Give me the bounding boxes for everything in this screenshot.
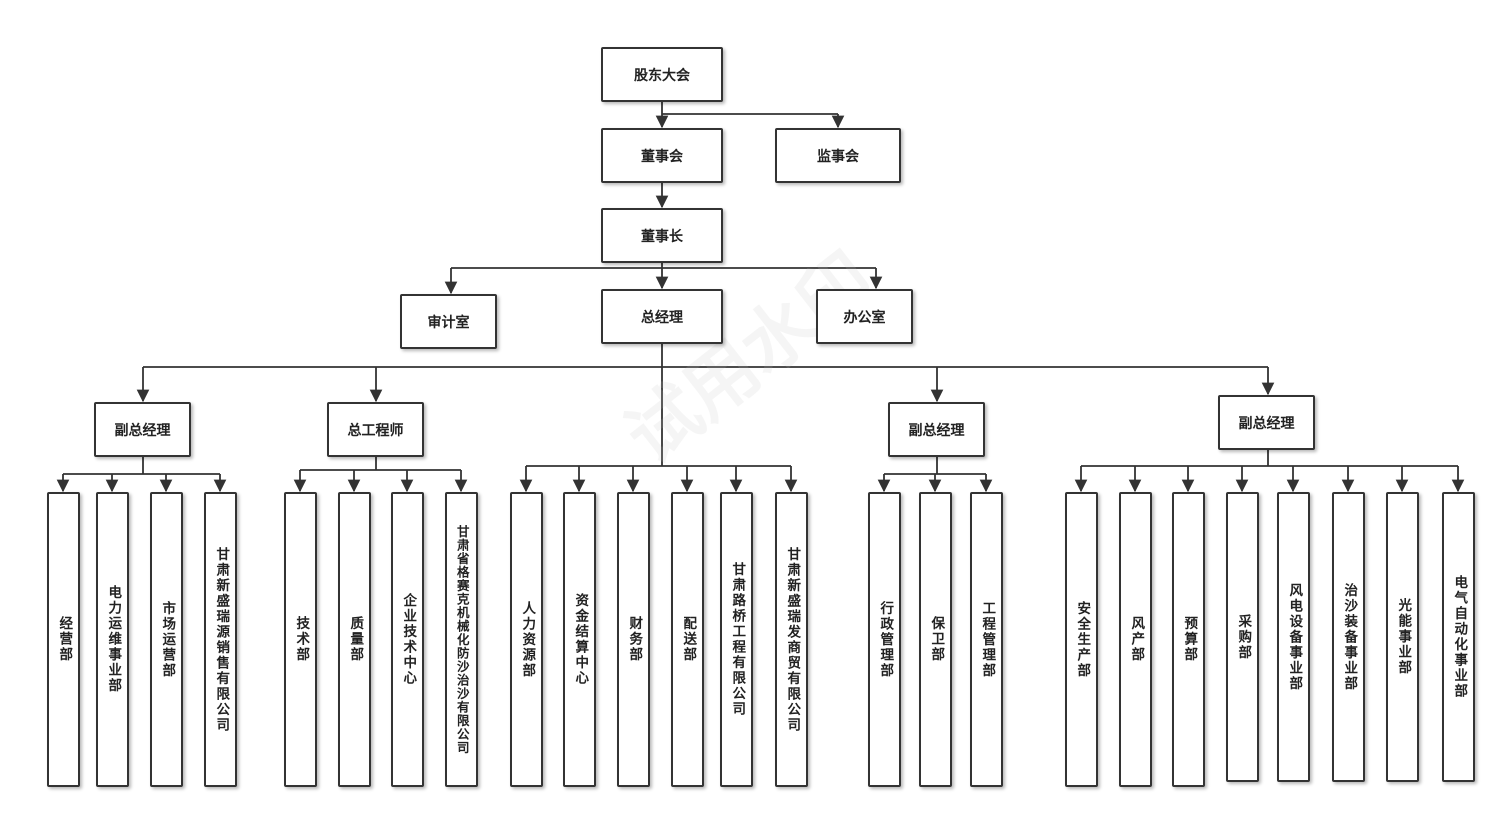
node-audit-label: 审计室 <box>427 314 470 331</box>
dept-box: 治沙装备事业部 <box>1332 492 1365 782</box>
dept-label: 风电设备事业部 <box>1286 582 1303 692</box>
dept-box: 技术部 <box>284 492 317 787</box>
node-gm: 总经理 <box>601 289 723 344</box>
dept-box: 预算部 <box>1172 492 1205 787</box>
node-gm-label: 总经理 <box>641 309 683 326</box>
dept-label: 电气自动化事业部 <box>1451 575 1468 699</box>
node-audit: 审计室 <box>400 294 497 349</box>
dept-box: 风产部 <box>1119 492 1152 787</box>
dept-box: 资金结算中心 <box>563 492 596 787</box>
dept-box: 工程管理部 <box>970 492 1003 787</box>
node-board-label: 董事会 <box>641 148 683 165</box>
dept-box: 企业技术中心 <box>391 492 424 787</box>
dept-label: 风产部 <box>1128 616 1145 663</box>
dept-label: 光能事业部 <box>1395 598 1412 676</box>
node-vp3: 副总经理 <box>1218 395 1315 450</box>
dept-label: 质量部 <box>347 616 364 663</box>
dept-box: 电力运维事业部 <box>96 492 129 787</box>
dept-box: 质量部 <box>338 492 371 787</box>
dept-label: 电力运维事业部 <box>105 585 122 694</box>
node-office: 办公室 <box>816 289 913 344</box>
dept-label: 企业技术中心 <box>400 593 417 686</box>
dept-box: 电气自动化事业部 <box>1442 492 1475 782</box>
dept-label: 经营部 <box>56 616 73 663</box>
dept-box: 财务部 <box>617 492 650 787</box>
dept-label: 行政管理部 <box>877 600 894 679</box>
dept-box: 经营部 <box>47 492 80 787</box>
node-chief-engineer-label: 总工程师 <box>347 422 404 439</box>
dept-label: 人力资源部 <box>519 600 536 679</box>
dept-box: 甘肃新盛瑞发商贸有限公司 <box>775 492 808 787</box>
node-chief-engineer: 总工程师 <box>327 402 424 457</box>
dept-box: 配送部 <box>671 492 704 787</box>
dept-label: 甘肃新盛瑞发商贸有限公司 <box>784 546 801 733</box>
dept-label: 甘肃路桥工程有限公司 <box>729 562 746 717</box>
dept-label: 资金结算中心 <box>572 593 589 686</box>
node-vp2-label: 副总经理 <box>908 422 965 439</box>
node-chairman-label: 董事长 <box>641 228 683 245</box>
dept-box: 光能事业部 <box>1386 492 1419 782</box>
dept-box: 采购部 <box>1226 492 1259 782</box>
node-board: 董事会 <box>601 128 723 183</box>
dept-box: 保卫部 <box>919 492 952 787</box>
node-vp2: 副总经理 <box>888 402 985 457</box>
node-vp1: 副总经理 <box>94 402 191 457</box>
dept-label: 技术部 <box>293 616 310 663</box>
dept-box: 市场运营部 <box>150 492 183 787</box>
dept-label: 财务部 <box>626 616 643 663</box>
dept-label: 预算部 <box>1181 616 1198 663</box>
dept-label: 工程管理部 <box>979 600 996 679</box>
node-chairman: 董事长 <box>601 208 723 263</box>
dept-box: 甘肃新盛瑞源销售有限公司 <box>204 492 237 787</box>
dept-box: 甘肃省格赛克机械化防沙治沙有限公司 <box>445 492 478 787</box>
dept-label: 甘肃新盛瑞源销售有限公司 <box>213 546 230 733</box>
dept-label: 保卫部 <box>928 616 945 663</box>
dept-label: 采购部 <box>1235 613 1252 661</box>
dept-label: 甘肃省格赛克机械化防沙治沙有限公司 <box>454 524 470 755</box>
dept-box: 行政管理部 <box>868 492 901 787</box>
dept-label: 治沙装备事业部 <box>1341 582 1358 692</box>
dept-label: 市场运营部 <box>159 600 176 679</box>
dept-box: 甘肃路桥工程有限公司 <box>720 492 753 787</box>
dept-box: 风电设备事业部 <box>1277 492 1310 782</box>
dept-box: 人力资源部 <box>510 492 543 787</box>
node-vp1-label: 副总经理 <box>114 422 171 439</box>
node-supervisory: 监事会 <box>775 128 901 183</box>
dept-label: 配送部 <box>680 616 697 663</box>
node-supervisory-label: 监事会 <box>817 148 859 165</box>
node-shareholders-label: 股东大会 <box>634 67 690 84</box>
dept-box: 安全生产部 <box>1065 492 1098 787</box>
dept-label: 安全生产部 <box>1074 600 1091 679</box>
node-vp3-label: 副总经理 <box>1238 415 1295 432</box>
node-office-label: 办公室 <box>843 309 886 326</box>
node-shareholders: 股东大会 <box>601 47 723 102</box>
